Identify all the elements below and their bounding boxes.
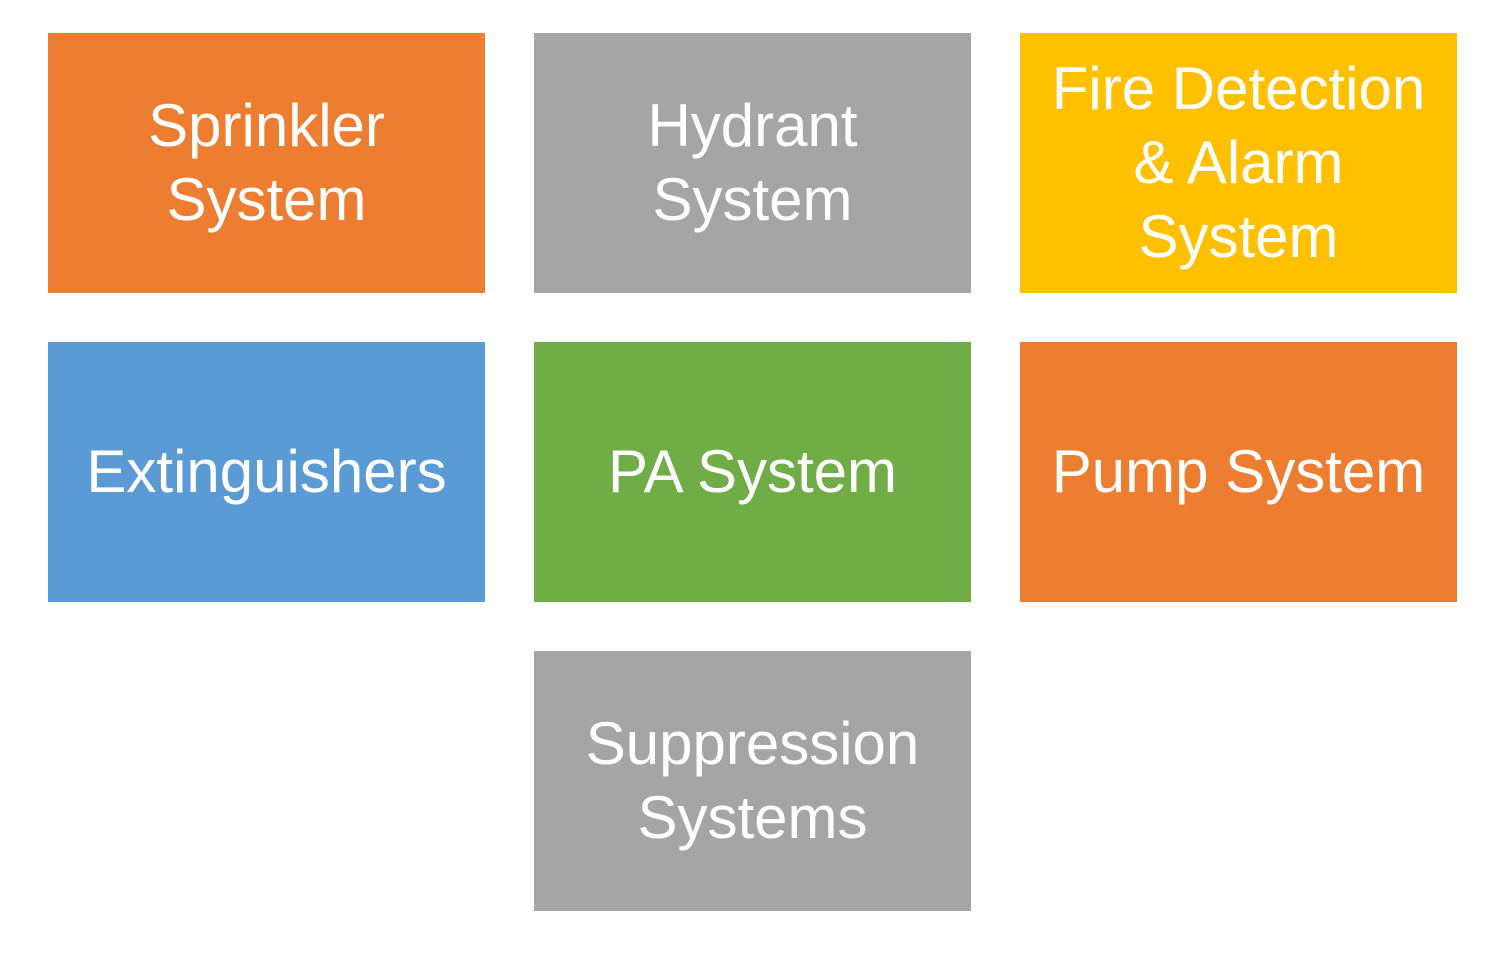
tile-label: PA System bbox=[608, 438, 897, 505]
tile-label: Extinguishers bbox=[86, 438, 447, 505]
tile-pa-system: PA System bbox=[534, 342, 971, 602]
tile-fire-detection-alarm-system: Fire Detection & Alarm System bbox=[1020, 33, 1457, 293]
tile-suppression-systems: Suppression Systems bbox=[534, 651, 971, 911]
tile-label: Hydrant System bbox=[647, 92, 858, 233]
tile-pump-system: Pump System bbox=[1020, 342, 1457, 602]
tile-label: Pump System bbox=[1051, 438, 1426, 505]
tile-label: Suppression Systems bbox=[585, 710, 920, 851]
tile-sprinkler-system: Sprinkler System bbox=[48, 33, 485, 293]
tile-label: Fire Detection & Alarm System bbox=[1051, 55, 1426, 270]
tile-extinguishers: Extinguishers bbox=[48, 342, 485, 602]
tile-label: Sprinkler System bbox=[148, 92, 385, 233]
tile-hydrant-system: Hydrant System bbox=[534, 33, 971, 293]
